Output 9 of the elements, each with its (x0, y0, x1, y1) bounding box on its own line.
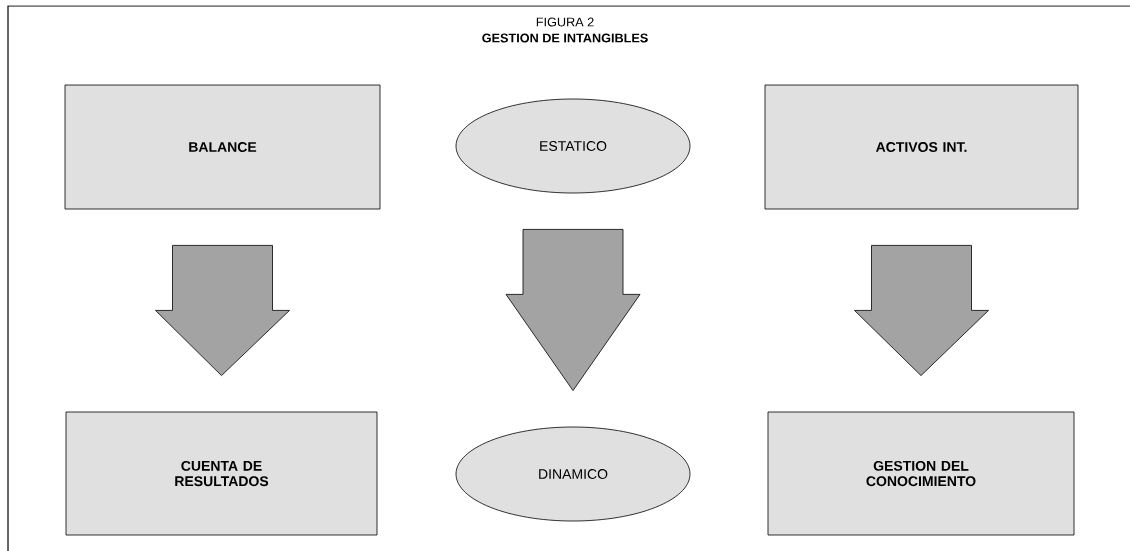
block-arrow (854, 245, 989, 376)
process-box: BALANCE (64, 84, 381, 210)
block-arrow (505, 229, 641, 391)
block-arrow (155, 245, 290, 376)
process-box: GESTION DEL CONOCIMIENTO (767, 411, 1075, 536)
process-box: ACTIVOS INT. (764, 84, 1079, 210)
figure-title: GESTION DE INTANGIBLES (482, 33, 648, 43)
figure-number: FIGURA 2 (536, 17, 594, 27)
process-box: CUENTA DE RESULTADOS (65, 411, 378, 536)
